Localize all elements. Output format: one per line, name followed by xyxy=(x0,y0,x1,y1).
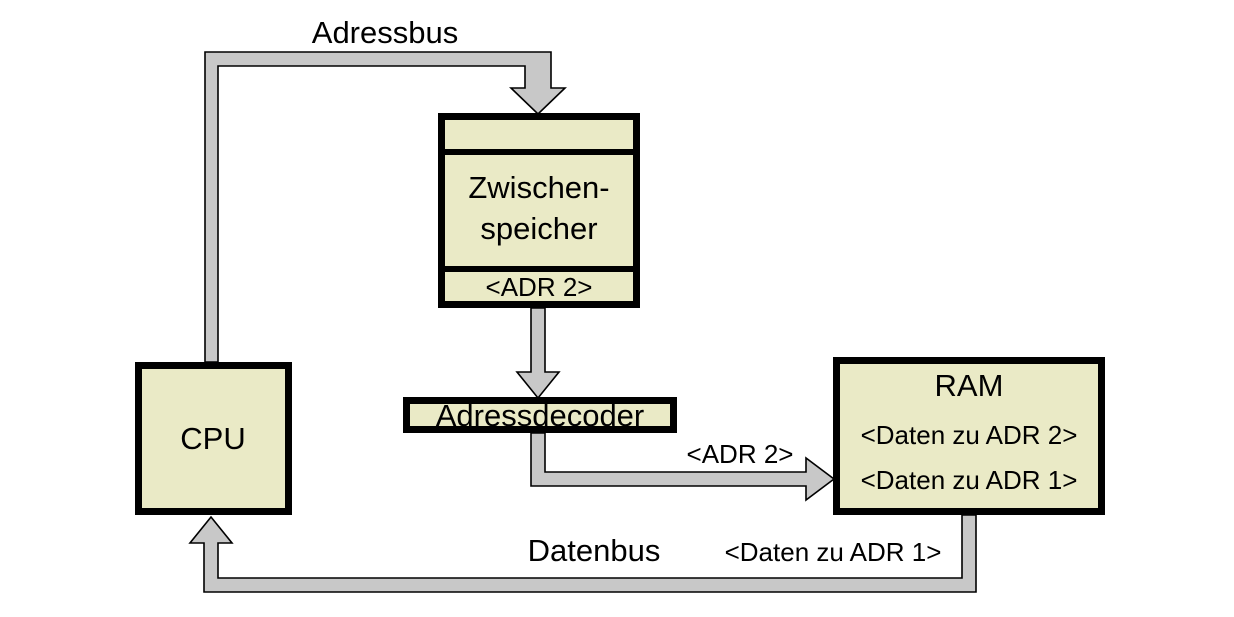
zwischenspeicher-label-line1: Zwischen- xyxy=(468,170,609,205)
ram-label: RAM xyxy=(935,368,1004,403)
adressbus-label: Adressbus xyxy=(312,15,458,50)
node-zwischenspeicher[interactable]: Zwischen- speicher <ADR 2> xyxy=(438,113,640,308)
decoder-ram-arrow xyxy=(530,432,836,502)
zwischenspeicher-label-line2: speicher xyxy=(480,211,597,246)
edge-adressbus xyxy=(204,51,567,363)
adressbus-path xyxy=(204,51,567,363)
ram-data-line-1: <Daten zu ADR 2> xyxy=(861,420,1078,450)
node-adressdecoder[interactable]: Adressdecoder xyxy=(403,397,677,433)
edge-datenbus xyxy=(188,514,977,593)
ram-data-line-2: <Daten zu ADR 1> xyxy=(861,465,1078,495)
node-cpu[interactable]: CPU xyxy=(135,362,292,515)
ram-box[interactable] xyxy=(833,357,1105,515)
adressdecoder-box[interactable] xyxy=(403,397,677,433)
zwischenspeicher-box[interactable] xyxy=(438,113,640,308)
node-ram[interactable]: RAM <Daten zu ADR 2> <Daten zu ADR 1> xyxy=(833,357,1105,515)
zwischenspeicher-adr-value: <ADR 2> xyxy=(486,272,593,302)
cpu-box[interactable] xyxy=(135,362,292,515)
decoder-ram-label: <ADR 2> xyxy=(687,439,794,469)
edge-zwischenspeicher-to-adressdecoder xyxy=(515,307,561,400)
adressdecoder-label: Adressdecoder xyxy=(436,398,645,433)
zwischenspeicher-decoder-arrow xyxy=(515,307,561,400)
cpu-label: CPU xyxy=(180,421,245,456)
datenbus-value-label: <Daten zu ADR 1> xyxy=(725,537,942,567)
datenbus-label: Datenbus xyxy=(528,533,661,568)
datenbus-path xyxy=(188,514,977,593)
edge-decoder-to-ram xyxy=(530,432,836,502)
